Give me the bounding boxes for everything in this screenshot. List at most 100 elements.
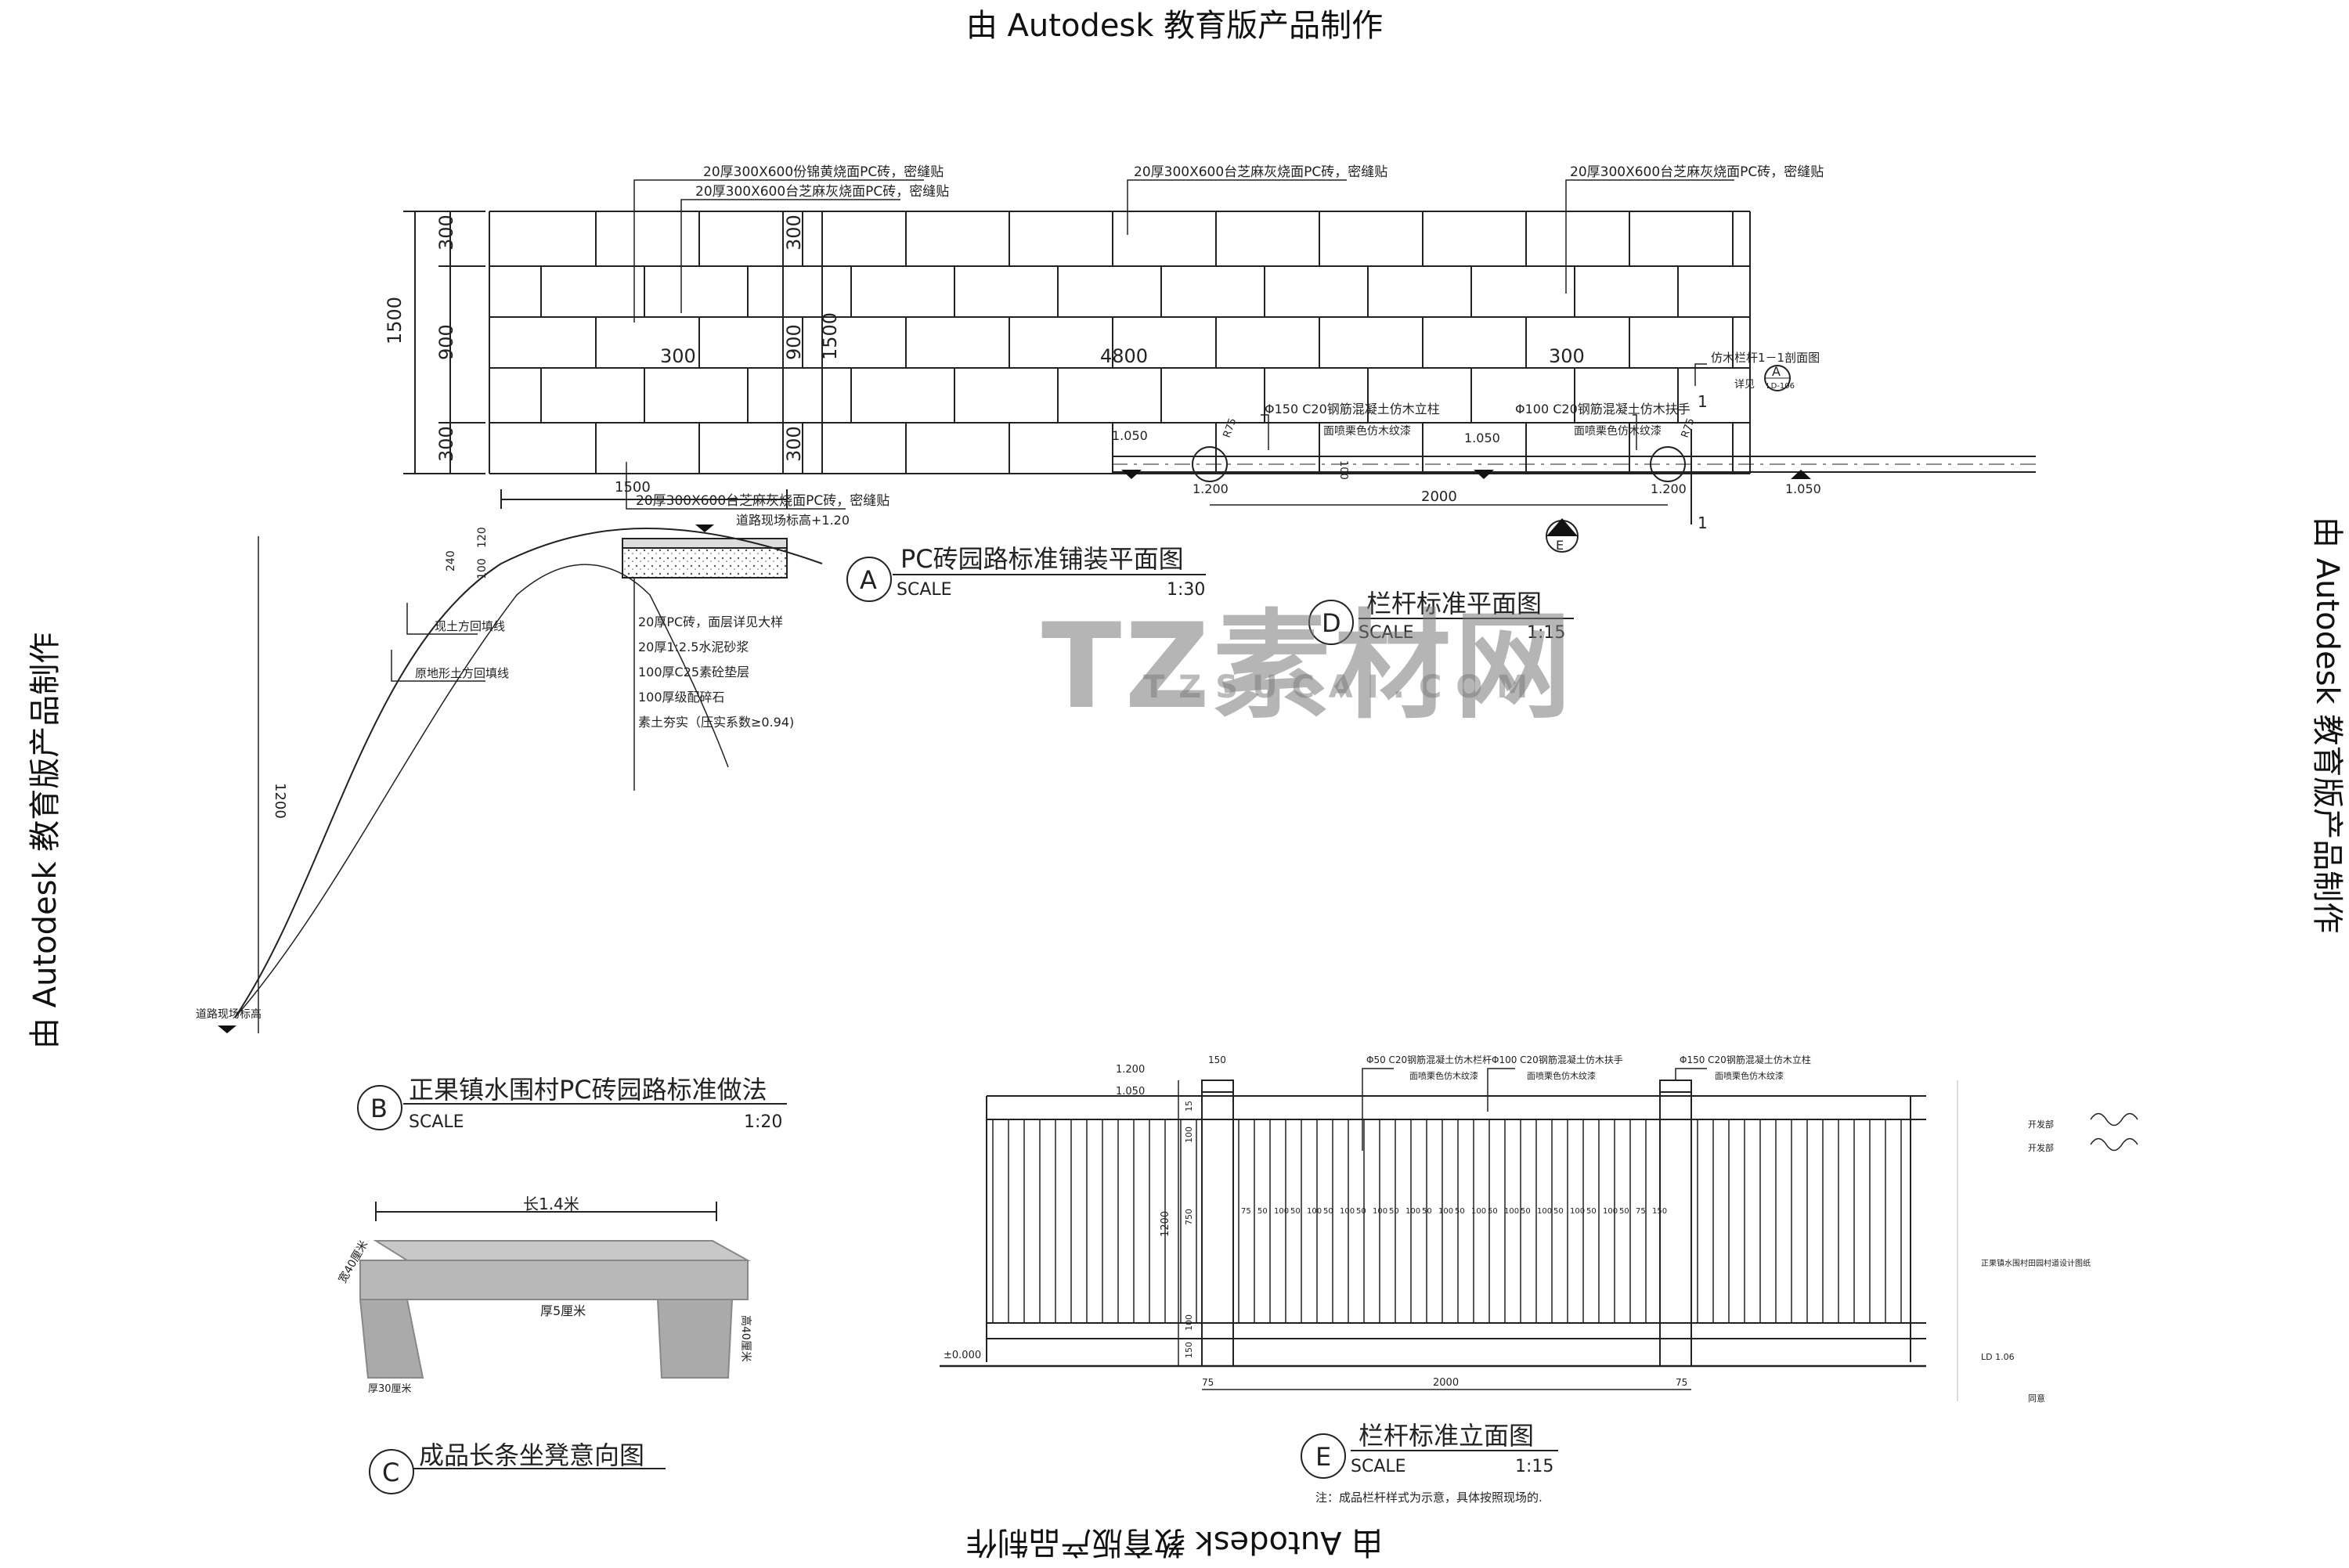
scale-label-d: SCALE [1359,623,1414,643]
d-level-1: 1.050 [1112,428,1148,443]
watermark-top: 由 Autodesk 教育版产品制作 [965,8,1384,44]
picket-spacing-label: 150 [1652,1207,1667,1216]
dim-300-e: 300 [660,345,696,367]
picket-spacing-label: 100 [1438,1207,1453,1216]
e-bottom-dim-1: 75 [1202,1377,1214,1388]
callout-a2: 20厚300X600台芝麻灰烧面PC砖，密缝贴 [695,184,949,200]
paving-grid [489,211,1751,474]
picket-spacing-label: 100 [1537,1207,1552,1216]
b-dim-3: 100 [476,558,489,579]
picket-spacing-label: 100 [1471,1207,1486,1216]
d-r75-2: R75 [1680,416,1698,439]
picket-spacing-label: 75 [1636,1207,1646,1216]
b-slope-note-2: 原地形土方回填线 [415,666,509,680]
e-left-dim-5: 150 [1184,1342,1194,1358]
title-c: 成品长条坐凳意向图 [419,1440,644,1470]
e-left-dim-2: 100 [1184,1126,1194,1143]
callout-a4: 20厚300X600台芝麻灰烧面PC砖，密缝贴 [1570,164,1824,180]
e-level-2: 1.050 [1116,1086,1145,1098]
e-bottom-dim-2: 2000 [1433,1377,1459,1389]
d-level-2: 1.200 [1193,481,1229,496]
title-a: PC砖园路标准铺装平面图 [900,544,1184,574]
d-post2: Φ100 C20钢筋混凝土仿木扶手 [1515,402,1690,416]
picket-spacing-label: 50 [1356,1207,1366,1216]
picket-spacing-label: 50 [1290,1207,1301,1216]
e-height: 1200 [1160,1211,1171,1237]
picket-spacing-label: 50 [1389,1207,1399,1216]
b-layer-2: 20厚1:2.5水泥砂浆 [638,640,749,654]
e-left-dim-4: 100 [1184,1314,1194,1331]
d-detail-tag: A [1772,364,1781,379]
dim-300-a: 300 [435,214,457,251]
d-post2-sub: 面喷栗色仿木纹漆 [1574,424,1662,438]
scale-label-b: SCALE [409,1112,464,1132]
picket-spacing-label: 100 [1405,1207,1420,1216]
picket-spacing-label: 100 [1340,1207,1355,1216]
e-left-dim-3: 750 [1184,1209,1194,1225]
e-callout-3-sub: 面喷栗色仿木纹漆 [1715,1070,1784,1081]
picket-spacing-label: 50 [1619,1207,1629,1216]
picket-spacing-label: 50 [1422,1207,1432,1216]
scale-e: 1:15 [1515,1457,1553,1476]
d-cut-top: 1 [1698,392,1708,411]
d-cut-bottom: 1 [1698,514,1708,532]
callout-a1: 20厚300X600份锦黄烧面PC砖，密缝贴 [703,164,944,180]
watermark-logo: TZ素材网 [1041,599,1575,735]
b-layer-5: 素土夯实（压实系数≥0.94) [638,715,794,730]
b-dim-2: 240 [445,550,457,571]
picket-spacing-label: 50 [1257,1207,1268,1216]
d-level-5: 1.050 [1785,481,1821,496]
scale-b: 1:20 [744,1112,782,1132]
watermark-url: TZSUCAI.COM [1143,669,1543,705]
dim-300-d: 300 [783,426,805,462]
picket-spacing-label: 50 [1488,1207,1498,1216]
e-callout-1-sub: 面喷栗色仿木纹漆 [1409,1070,1478,1081]
d-detail-ref: 详见 [1734,379,1755,391]
e-bottom-dim-3: 75 [1676,1377,1687,1388]
paving-plan: 1500 300 900 300 300 900 1500 300 300 48… [384,164,1824,602]
b-height-dim: 1200 [272,783,288,819]
b-dim-1: 120 [476,527,489,548]
d-post1-sub: 面喷栗色仿木纹漆 [1323,424,1411,438]
tag-c: C [382,1458,399,1487]
scale-label-e: SCALE [1351,1457,1406,1476]
path-section: 1500 道路现场标高+1.20 120 240 100 1200 道路现场标高… [196,479,850,1132]
tb-row1: 开发部 [2028,1119,2054,1130]
e-level-1: 1.200 [1116,1064,1145,1076]
picket-spacing-label: 100 [1373,1207,1387,1216]
b-layer-1: 20厚PC砖，面层详见大样 [638,615,783,629]
picket-spacing-label: 100 [1570,1207,1585,1216]
tb-project: 正果镇水围村田园村道设计图纸 [1981,1258,2091,1268]
picket-spacing-label: 50 [1323,1207,1333,1216]
d-mid-dim: 100 [1337,460,1349,480]
title-d: 栏杆标准平面图 [1366,589,1542,618]
d-e-tag: E [1556,538,1564,553]
tag-b: B [370,1094,388,1123]
picket-spacing-label: 100 [1307,1207,1322,1216]
d-level-3: 1.050 [1464,431,1500,445]
callout-a3: 20厚300X600台芝麻灰烧面PC砖，密缝贴 [1134,164,1387,180]
picket-spacing-label: 50 [1521,1207,1531,1216]
d-detail-note: 仿木栏杆1－1剖面图 [1711,351,1820,365]
title-b: 正果镇水围村PC砖园路标准做法 [409,1075,767,1105]
tag-e: E [1315,1442,1331,1472]
b-top-dim: 1500 [615,479,651,496]
dim-900-b: 900 [783,324,805,360]
dim-900-a: 900 [435,324,457,360]
bench-length: 长1.4米 [523,1195,579,1213]
e-level-3: ±0.000 [944,1350,981,1361]
bench-thickness: 厚5厘米 [540,1303,586,1318]
b-base-level: 道路现场标高 [196,1007,262,1021]
tb-sheet: LD 1.06 [1981,1352,2015,1362]
picket-spacing-label: 100 [1603,1207,1618,1216]
bench-leg: 厚30厘米 [368,1383,412,1395]
dim-300-c: 300 [783,214,805,251]
d-detail-sheet: LD-106 [1766,382,1795,391]
callout-a5: 20厚300X600台芝麻灰烧面PC砖，密缝贴 [636,493,889,509]
e-callout-2: Φ100 C20钢筋混凝土仿木扶手 [1492,1054,1623,1065]
e-note: 注：成品栏杆样式为示意，具体按照现场的. [1315,1491,1543,1505]
dim-1500-mid: 1500 [819,312,841,360]
e-callout-3: Φ150 C20钢筋混凝土仿木立柱 [1680,1054,1811,1065]
picket-spacing-label: 50 [1455,1207,1465,1216]
